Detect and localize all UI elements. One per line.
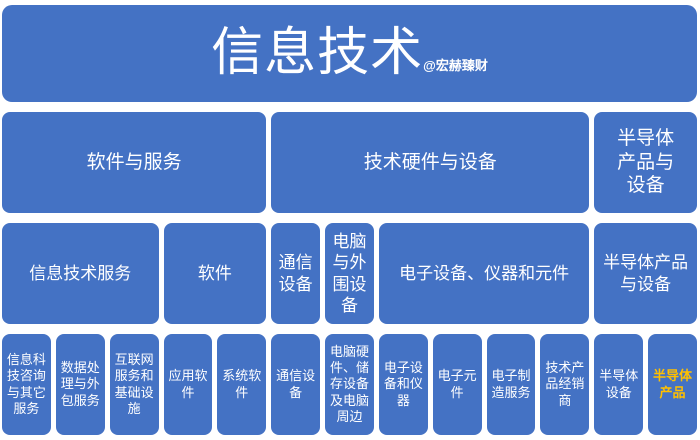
industry-semiconductors-and-equipment: 半导体产品与设备 <box>594 223 697 324</box>
sub-industry-computer-hardware-storage-and-peripherals: 电脑硬件、储存设备及电脑周边 <box>325 334 374 435</box>
industry-computers-and-peripherals: 电脑与外围设备 <box>325 223 374 324</box>
watermark-label: @宏赫臻财 <box>423 58 488 74</box>
sector-banner: 信息技术 @宏赫臻财 <box>2 5 697 102</box>
sub-industry-it-consulting-and-other-services: 信息科技咨询与其它服务 <box>2 334 51 435</box>
hierarchy-grid: 信息技术 @宏赫臻财 软件与服务 技术硬件与设备 半导体产品与设备 信息技术服务… <box>2 5 697 435</box>
industry-group-software-and-services: 软件与服务 <box>2 112 267 213</box>
sub-industry-technology-distributors: 技术产品经销商 <box>540 334 590 435</box>
sub-industry-data-processing-and-outsourced-services: 数据处理与外包服务 <box>55 334 105 435</box>
industry-group-tech-hardware-and-equipment: 技术硬件与设备 <box>271 112 590 213</box>
industry-communications-equipment: 通信设备 <box>271 223 321 324</box>
sub-industry-communications-equipment: 通信设备 <box>271 334 321 435</box>
sub-industry-systems-software: 系统软件 <box>217 334 267 435</box>
sub-industry-internet-services-and-infrastructure: 互联网服务和基础设施 <box>109 334 159 435</box>
industry-group-semiconductors-and-equipment: 半导体产品与设备 <box>594 112 697 213</box>
industry-software: 软件 <box>163 223 267 324</box>
sector-title: 信息技术 <box>211 24 424 82</box>
sub-industry-semiconductor-equipment: 半导体设备 <box>594 334 644 435</box>
industry-electronic-equipment-instruments-components: 电子设备、仪器和元件 <box>378 223 590 324</box>
industry-it-services: 信息技术服务 <box>2 223 159 324</box>
sub-industry-electronic-equipment-and-instruments: 电子设备和仪器 <box>378 334 428 435</box>
sub-industry-electronic-components: 电子元件 <box>432 334 482 435</box>
sub-industry-semiconductors: 半导体产品 <box>648 334 697 435</box>
sub-industry-application-software: 应用软件 <box>163 334 213 435</box>
sub-industry-electronic-manufacturing-services: 电子制造服务 <box>486 334 536 435</box>
